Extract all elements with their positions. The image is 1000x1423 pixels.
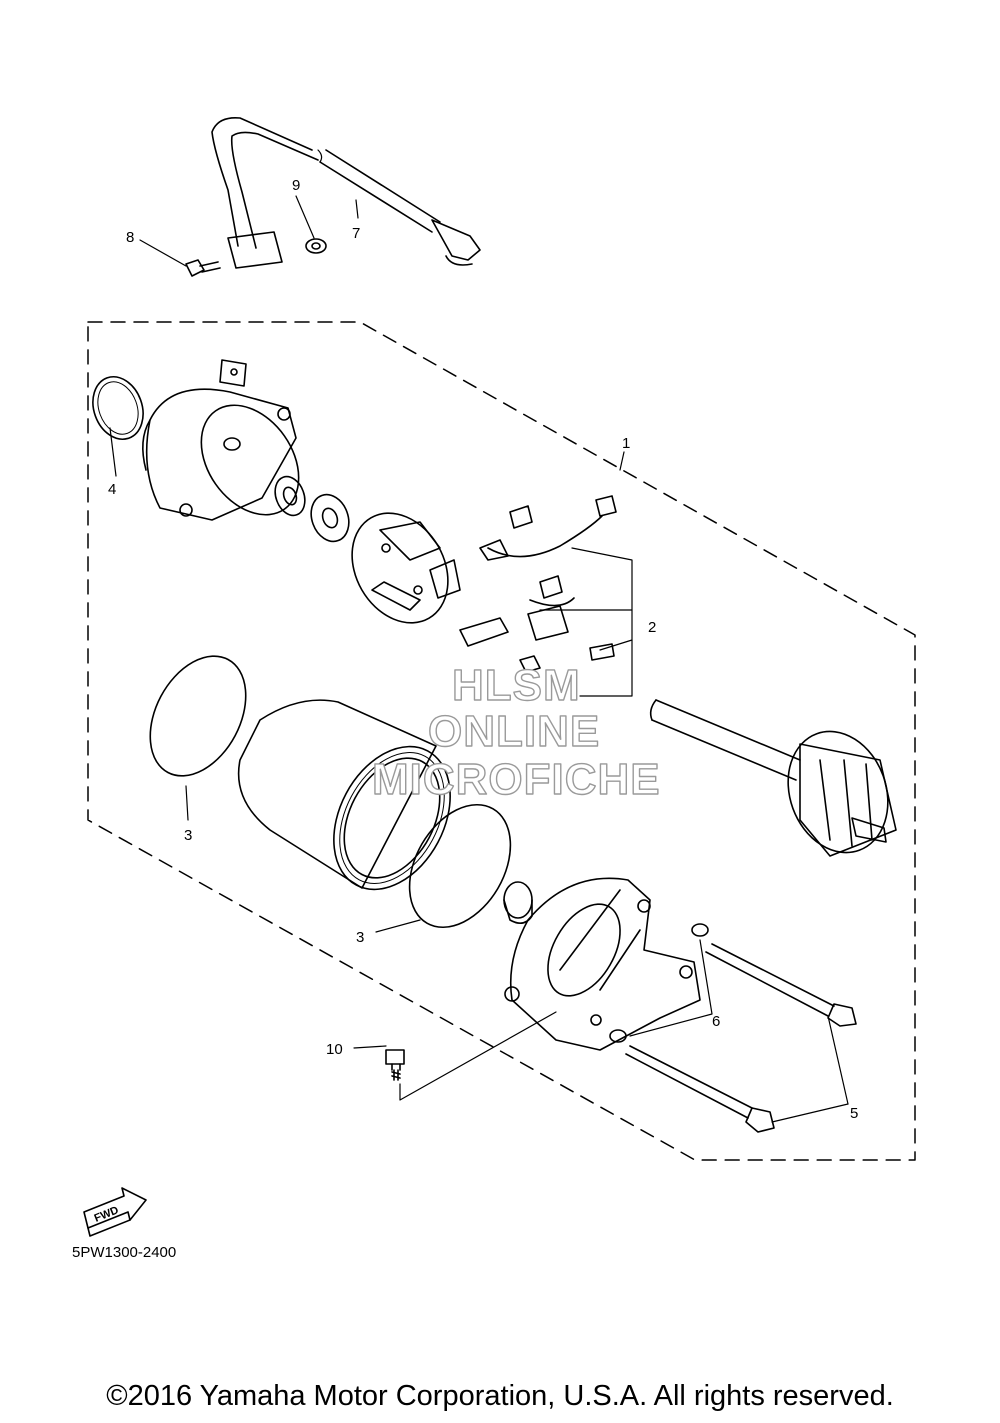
brush-set <box>459 495 617 673</box>
bearing <box>274 475 306 517</box>
fwd-arrow-icon: FWD <box>83 1187 147 1237</box>
callout-9: 9 <box>292 177 300 194</box>
gasket-3-right <box>408 803 512 929</box>
callout-5: 5 <box>850 1105 858 1122</box>
front-cover <box>504 877 701 1051</box>
callout-7: 7 <box>352 225 360 242</box>
leader-lines <box>109 195 849 1123</box>
gasket-3-left <box>149 655 247 777</box>
bolt-8 <box>185 259 221 277</box>
callout-2: 2 <box>648 619 656 636</box>
watermark-line-2: ONLINE <box>428 707 600 756</box>
callout-labels: 1 2 3 3 4 5 6 7 8 9 10 <box>108 177 858 1122</box>
armature <box>649 699 897 857</box>
callout-3-right: 3 <box>356 929 364 946</box>
watermark-line-3: MICROFICHE <box>372 755 661 804</box>
callout-4: 4 <box>108 481 116 498</box>
oil-seal <box>310 493 350 543</box>
callout-6: 6 <box>712 1013 720 1030</box>
nut-9 <box>305 238 327 254</box>
starter-cable <box>211 116 481 269</box>
callout-8: 8 <box>126 229 134 246</box>
o-ring-4 <box>92 376 144 440</box>
through-bolts <box>625 943 857 1133</box>
rear-cover <box>142 359 300 521</box>
copyright-notice: ©2016 Yamaha Motor Corporation, U.S.A. A… <box>106 1380 894 1412</box>
watermark: HLSM ONLINE MICROFICHE <box>371 660 661 804</box>
diagram-code: 5PW1300-2400 <box>72 1244 177 1261</box>
yoke <box>237 699 451 891</box>
bolt-10 <box>385 1049 405 1081</box>
assembly-boundary <box>87 321 916 1161</box>
callout-1: 1 <box>622 435 630 452</box>
callout-10: 10 <box>326 1041 343 1058</box>
washer-6a <box>691 923 709 937</box>
brush-holder <box>351 512 461 624</box>
callout-3-left: 3 <box>184 827 192 844</box>
watermark-line-1: HLSM <box>452 661 581 710</box>
washer-6b <box>609 1029 627 1043</box>
